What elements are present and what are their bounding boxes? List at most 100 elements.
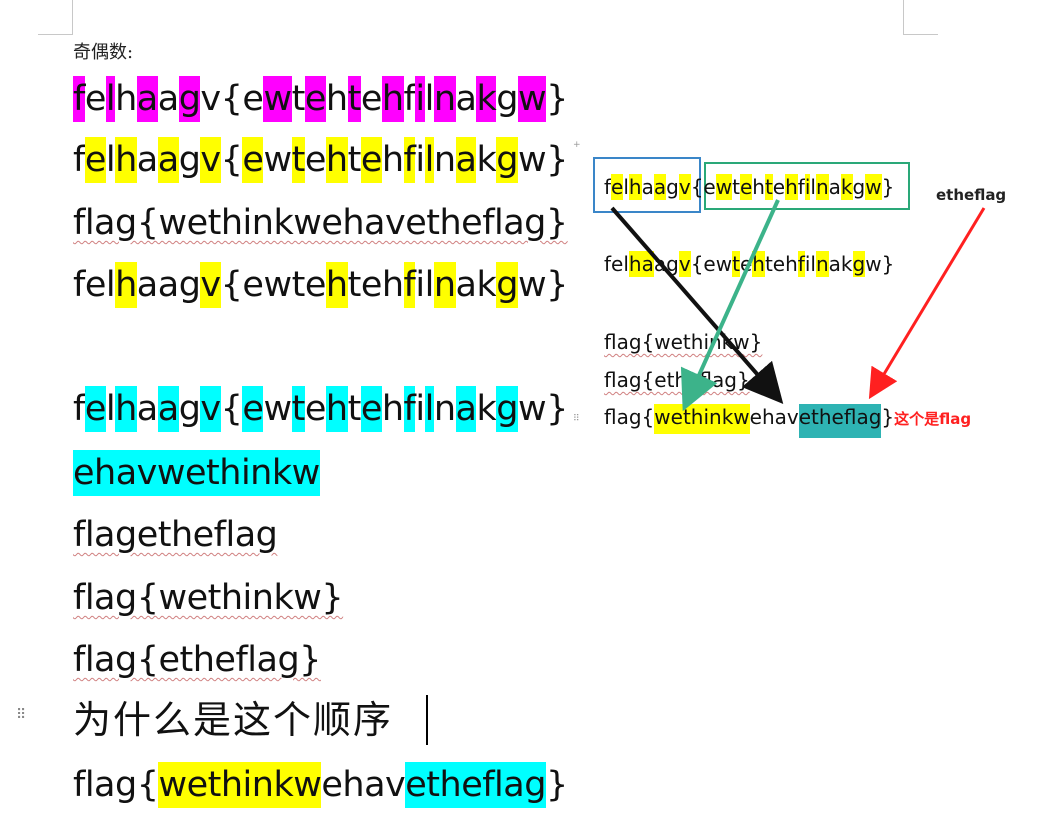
line-ehavwethinkw[interactable]: ehavwethinkw [73,450,320,496]
cipher-char: k [476,140,497,180]
drag-handle-icon[interactable]: ⠿ [16,707,28,723]
cipher-char: h [115,79,137,119]
cipher-char: f [403,386,416,432]
cipher-char: t [347,76,361,122]
cipher-char: l [424,386,434,432]
line-flag-full[interactable]: flag{wethinkwehavetheflag} [73,203,568,243]
line-magenta-highlight[interactable]: felhaagv{ewtehtehfilnakgw} [73,76,568,122]
cipher-char: a [136,265,158,305]
cipher-char: w [263,389,292,429]
inset-char: f [797,175,805,199]
cipher-char: e [304,389,327,429]
cipher-char: e [84,79,107,119]
highlighted-text: ehavwethinkw [73,450,320,496]
cipher-char: k [476,265,497,305]
cipher-char: w [263,140,292,180]
cipher-char: i [415,389,425,429]
cipher-char: l [105,265,116,305]
cipher-char: h [325,137,348,183]
cipher-char: h [381,140,404,180]
cipher-char: e [360,386,382,432]
cipher-char: w [517,76,547,122]
final-part-c: ehav [321,765,406,805]
cipher-char: } [546,140,568,180]
inset-char: a [641,175,654,199]
flag-annotation: 这个是flag [894,410,972,428]
cipher-char: a [136,140,158,180]
cipher-char: h [381,76,404,122]
cipher-char: e [360,265,383,305]
cipher-char: f [403,79,416,119]
line-flag-etheflag[interactable]: flag{etheflag} [73,640,321,680]
cipher-char: a [455,265,477,305]
cipher-char: } [546,265,568,305]
cipher-char: e [360,79,383,119]
cipher-char: f [403,262,416,308]
final-part-b: wethinkw [158,762,322,808]
final-part-e: } [545,765,568,805]
inset-char: w [715,174,733,200]
inset-char: f [604,252,612,276]
inset-char: f [604,175,612,199]
cipher-char: k [476,389,497,429]
inset-char: a [653,174,667,200]
cipher-char: g [178,389,201,429]
inset-char: e [772,252,786,276]
cipher-char: n [433,262,456,308]
inset-char: h [628,251,642,277]
cipher-char: l [105,140,116,180]
line-yellow-odd[interactable]: felhaagv{ewtehtehfilnakgw} [73,262,568,308]
cipher-char: f [73,265,85,305]
blue-box [593,157,701,213]
inset-char: { [690,175,704,199]
cipher-char: h [381,389,404,429]
inset-char: g [666,252,679,276]
inset-char: v [678,251,691,277]
cipher-char: v [200,137,221,183]
cipher-char: e [242,137,264,183]
cipher-char: e [304,265,327,305]
line-cyan-highlight[interactable]: felhaagv{ewtehtehfilnakgw} [73,386,568,432]
inset-char: h [752,175,765,199]
line-final-flag[interactable]: flag{wethinkwehavetheflag} [73,762,568,808]
cipher-char: g [496,262,518,308]
text-caret-icon [426,695,428,745]
inset-char: l [623,175,629,199]
inset-char: l [810,175,816,199]
inset-char: g [666,175,679,199]
inset-final-d: etheflag [798,404,882,438]
heading-odd-even: 奇偶数: [73,42,134,63]
cipher-char: i [415,76,425,122]
cipher-char: h [325,262,348,308]
cipher-char: n [433,389,456,429]
page-corner-top-left [38,0,73,35]
cipher-char: w [263,265,292,305]
cipher-char: h [325,79,348,119]
cipher-char: w [263,76,292,122]
cipher-char: t [347,389,362,429]
cipher-char: g [496,79,518,119]
cipher-char: a [157,137,179,183]
inset-char: a [828,252,841,276]
cipher-char: a [136,389,158,429]
cipher-char: e [304,140,327,180]
cipher-char: g [496,137,518,183]
cipher-char: h [381,265,404,305]
inset-char: e [703,252,716,276]
inset-row-etheflag: flag{etheflag} [604,368,750,392]
cipher-char: e [304,76,326,122]
line-flagetheflag[interactable]: flagetheflag [73,515,278,555]
inset-final-c: ehav [749,405,799,429]
inset-row-yellow: felhaagv{ewtehtehfilnakgw} [604,251,894,277]
cipher-char: f [73,76,85,122]
cipher-char: a [455,137,477,183]
inset-char: h [785,252,798,276]
cipher-char: } [546,79,568,119]
cipher-char: a [157,265,179,305]
cipher-char: w [517,265,547,305]
line-yellow-highlight[interactable]: felhaagv{ewtehtehfilnakgw} [73,137,568,183]
line-question[interactable]: 为什么是这个顺序 [73,698,394,742]
line-flag-wethinkw[interactable]: flag{wethinkw} [73,578,344,618]
inset-char: a [641,251,654,277]
black-arrow [610,206,784,405]
